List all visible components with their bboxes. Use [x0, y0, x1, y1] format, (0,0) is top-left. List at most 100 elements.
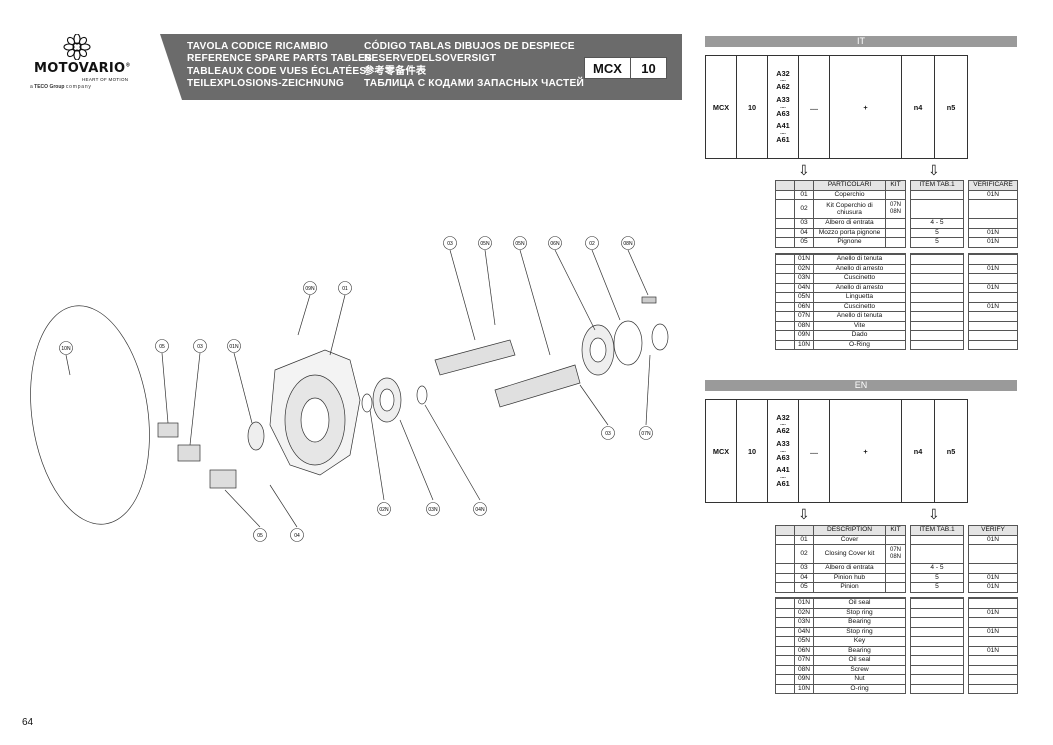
- exploded-view-diagram: 03 05N 05N 06N 02 08N 09N 01 10N 05 03 0…: [30, 236, 669, 542]
- svg-text:05N: 05N: [515, 241, 525, 247]
- config-n5: n5: [934, 55, 968, 159]
- callout: 05N: [478, 236, 492, 250]
- section-header-it: IT: [705, 36, 1017, 47]
- svg-text:07N: 07N: [641, 431, 651, 437]
- callout: 06N: [548, 236, 562, 250]
- callout: 03: [443, 236, 457, 250]
- svg-text:05: 05: [257, 533, 263, 539]
- flower-emblem-icon: [63, 34, 91, 60]
- titles-left: TAVOLA CODICE RICAMBIO REFERENCE SPARE P…: [187, 41, 373, 90]
- titles-right: CÓDIGO TABLAS DIBUJOS DE DESPIECE RESERV…: [364, 41, 585, 90]
- callout: 07N: [639, 426, 653, 440]
- svg-text:03: 03: [197, 344, 203, 350]
- svg-text:03N: 03N: [428, 507, 438, 513]
- group-line: a TECO Group company: [30, 84, 92, 90]
- down-arrow-icon: ⇩: [928, 506, 940, 522]
- callout: 02N: [377, 502, 391, 516]
- svg-text:02N: 02N: [379, 507, 389, 513]
- callout: 01: [338, 281, 352, 295]
- svg-text:05N: 05N: [480, 241, 490, 247]
- callout: 09N: [303, 281, 317, 295]
- config-size: 10: [736, 55, 768, 159]
- model-code: MCX: [584, 57, 631, 79]
- config-model: MCX: [705, 399, 737, 503]
- svg-text:05: 05: [159, 344, 165, 350]
- config-n4: n4: [901, 399, 935, 503]
- config-n4: n4: [901, 55, 935, 159]
- o-ring-drawing: [30, 305, 150, 525]
- svg-text:04: 04: [294, 533, 300, 539]
- callout: 08N: [621, 236, 635, 250]
- config-plus: +: [829, 55, 902, 159]
- callout: 03N: [426, 502, 440, 516]
- svg-text:03: 03: [605, 431, 611, 437]
- down-arrow-icon: ⇩: [798, 506, 810, 522]
- config-n5: n5: [934, 399, 968, 503]
- config-table-en: MCX 10 A32....A62 A33....A63 A41....A61 …: [705, 399, 968, 503]
- callout: 04N: [473, 502, 487, 516]
- svg-text:03: 03: [447, 241, 453, 247]
- config-plus: +: [829, 399, 902, 503]
- callout: 10N: [59, 341, 73, 355]
- config-size: 10: [736, 399, 768, 503]
- svg-text:04N: 04N: [475, 507, 485, 513]
- config-ratios: A32....A62 A33....A63 A41....A61: [767, 55, 799, 159]
- callout: 01N: [227, 339, 241, 353]
- brand-tagline: HEART OF MOTION: [82, 77, 129, 82]
- section-header-en: EN: [705, 380, 1017, 391]
- config-sep: ....: [798, 55, 830, 159]
- svg-text:02: 02: [589, 241, 595, 247]
- callout: 05: [253, 528, 267, 542]
- down-arrow-icon: ⇩: [928, 162, 940, 178]
- page-number: 64: [22, 717, 34, 728]
- callout-labels: 03 05N 05N 06N 02 08N 09N 01 10N 05 03 0…: [59, 236, 653, 542]
- svg-text:01N: 01N: [229, 344, 239, 350]
- svg-text:09N: 09N: [305, 286, 315, 292]
- svg-text:06N: 06N: [550, 241, 560, 247]
- callout: 05: [155, 339, 169, 353]
- callout: 05N: [513, 236, 527, 250]
- config-sep: ....: [798, 399, 830, 503]
- down-arrow-icon: ⇩: [798, 162, 810, 178]
- callout: 03: [193, 339, 207, 353]
- callout: 02: [585, 236, 599, 250]
- svg-text:08N: 08N: [623, 241, 633, 247]
- brand-logo: MOTOVARIO® HEART OF MOTION a TECO Group …: [30, 34, 130, 94]
- config-ratios: A32....A62 A33....A63 A41....A61: [767, 399, 799, 503]
- callout: 04: [290, 528, 304, 542]
